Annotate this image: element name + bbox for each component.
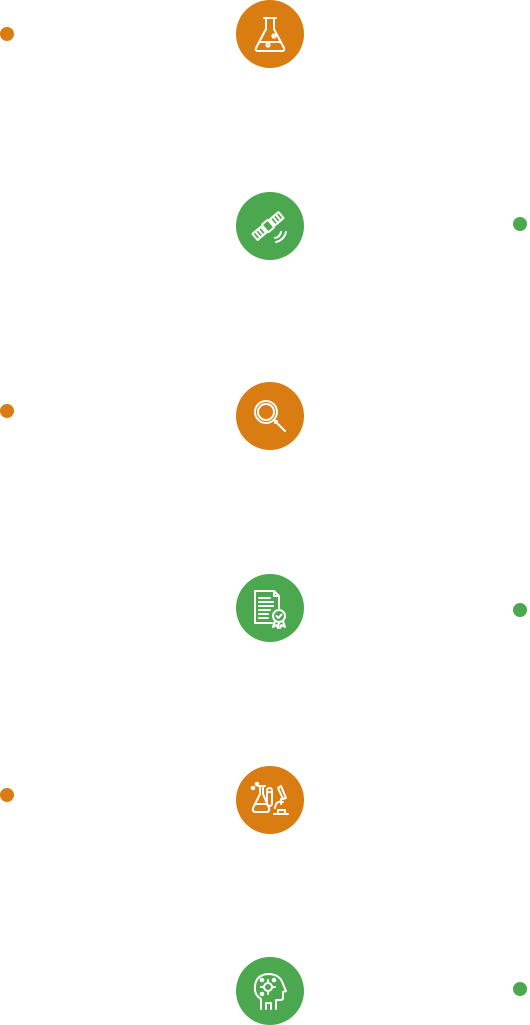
- timeline-step-2-icon: [236, 192, 304, 260]
- timeline-step-6-icon: [236, 957, 304, 1025]
- timeline-step-4-icon: [236, 574, 304, 642]
- ai-head-icon: [253, 973, 287, 1010]
- timeline-step-1-icon: [236, 0, 304, 68]
- magnifier-icon: [254, 400, 286, 432]
- lab-equipment-icon: [250, 781, 289, 815]
- timeline-dot-1: [0, 27, 14, 41]
- flask-icon: [254, 17, 286, 52]
- timeline-step-3-icon: [236, 382, 304, 450]
- timeline-dot-4: [513, 603, 527, 617]
- timeline-dot-5: [0, 788, 14, 802]
- satellite-icon: [251, 211, 287, 243]
- timeline-step-5-icon: [236, 766, 304, 834]
- timeline-dot-3: [0, 404, 14, 418]
- timeline-dot-6: [513, 982, 527, 996]
- certificate-icon: [254, 590, 286, 629]
- timeline-dot-2: [513, 217, 527, 231]
